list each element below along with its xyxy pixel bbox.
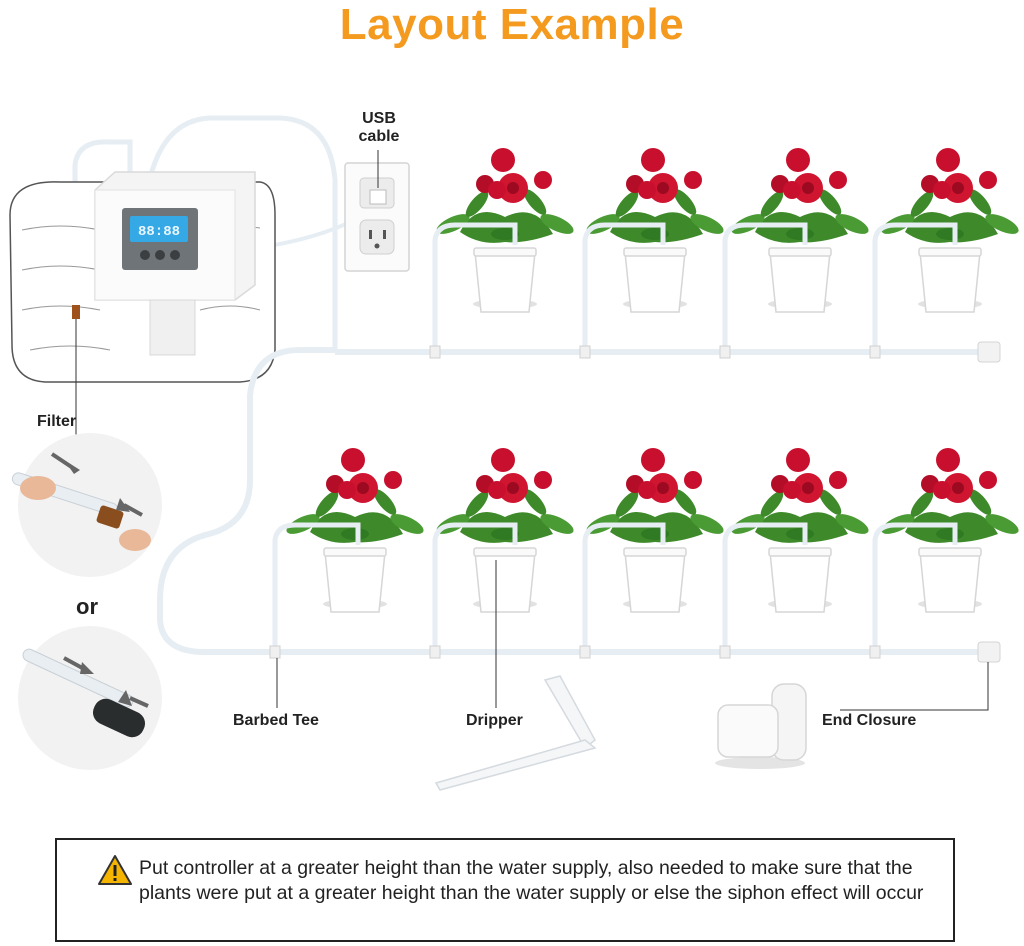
warning-icon [98, 855, 132, 885]
end-closure-plug [715, 683, 807, 769]
page-title: Layout Example [339, 0, 685, 49]
usb-cable-label: USB cable [344, 110, 414, 146]
sponge-filter-detail-photo [18, 626, 162, 770]
end-closure-label: End Closure [822, 712, 917, 729]
dripper-label: Dripper [466, 712, 523, 729]
or-label: or [76, 594, 98, 619]
usb-label-line2: cable [358, 128, 400, 145]
barbed-tee-label: Barbed Tee [233, 712, 319, 729]
controller-unit [94, 171, 256, 356]
warning-note: Put controller at a greater height than … [55, 838, 955, 942]
usb-wall-outlet [344, 162, 410, 272]
usb-label-line1: USB [362, 110, 396, 127]
controller-display: 88:88 [138, 224, 180, 240]
filter-label: Filter [37, 413, 77, 430]
warning-text: Put controller at a greater height than … [139, 857, 924, 904]
dripper-stake [434, 675, 597, 791]
filter-detail-photo [11, 433, 162, 577]
